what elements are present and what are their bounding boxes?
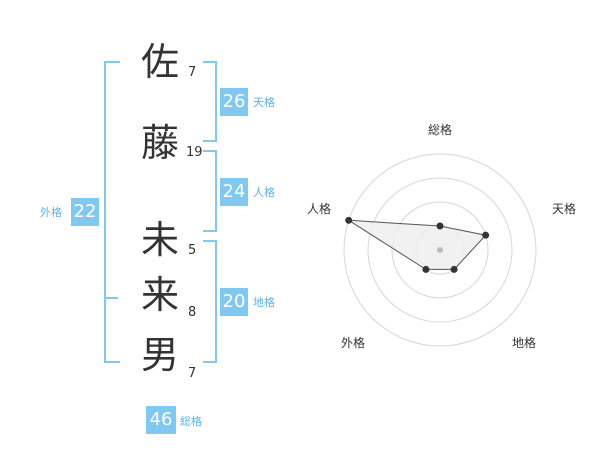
stroke-count-1: 7 [188, 65, 197, 80]
tenkaku-bracket [203, 61, 217, 142]
radar-center [437, 247, 443, 253]
name-char-1: 佐 [140, 40, 179, 84]
chikaku-label: 地格 [253, 296, 275, 309]
radar-points [345, 216, 490, 273]
radar-label-tenkaku: 天格 [552, 202, 577, 216]
jinkaku-badge: 24 [220, 178, 248, 206]
stroke-count-3: 5 [188, 243, 197, 258]
radar-label-soukaku: 総格 [428, 123, 453, 137]
jinkaku-bracket [203, 150, 217, 232]
name-char-3: 未 [140, 218, 179, 262]
radar-label-jinkaku: 人格 [307, 202, 332, 216]
soukaku-badge: 46 [146, 406, 176, 434]
radar-point-chikaku [450, 265, 458, 273]
radar-rings [343, 153, 537, 347]
tenkaku-badge: 26 [220, 88, 248, 116]
radar-point-jinkaku [345, 216, 353, 224]
radar-ring [391, 201, 489, 299]
tenkaku-label: 天格 [253, 96, 275, 109]
gaikaku-bracket-mid [104, 297, 118, 299]
name-char-5: 男 [140, 333, 179, 377]
chikaku-badge: 20 [220, 288, 248, 316]
radar-point-gaikaku [422, 265, 430, 273]
radar-shape [348, 219, 487, 270]
radar-point-tenkaku [482, 231, 490, 239]
stroke-count-2: 19 [186, 145, 203, 160]
name-char-4: 来 [140, 273, 179, 317]
stroke-count-4: 8 [188, 305, 197, 320]
radar-label-gaikaku: 外格 [341, 336, 366, 350]
jinkaku-label: 人格 [253, 186, 275, 199]
radar-ring [343, 153, 537, 347]
gaikaku-bracket [104, 61, 120, 363]
soukaku-label: 総格 [180, 415, 202, 428]
gaikaku-label: 外格 [40, 206, 62, 219]
stroke-count-5: 7 [188, 366, 197, 381]
name-char-2: 藤 [140, 121, 179, 165]
gaikaku-badge: 22 [71, 198, 99, 226]
radar-ring [367, 177, 513, 323]
radar-label-chikaku: 地格 [512, 336, 537, 350]
radar-point-soukaku [436, 222, 444, 230]
chikaku-bracket [203, 240, 217, 363]
